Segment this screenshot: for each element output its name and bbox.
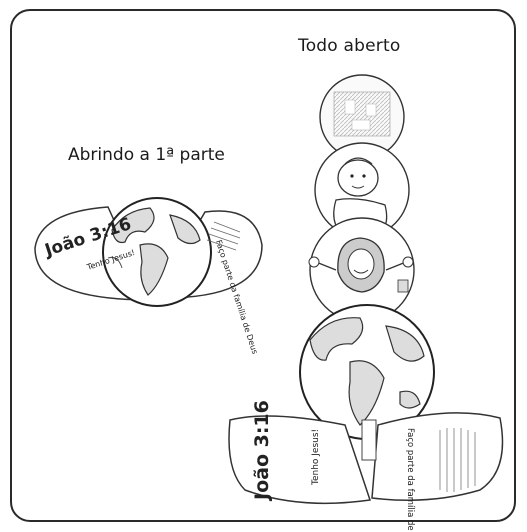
bottom-tenho: Tenho Jesus! bbox=[311, 429, 321, 486]
bottom-fine-lines bbox=[439, 428, 476, 492]
left-craft: João 3:16 Tenho Jesus! Faço parte da fam… bbox=[34, 197, 263, 355]
bottom-faco: Faço parte da família de Deus bbox=[405, 428, 415, 532]
bottom-verse: João 3:16 bbox=[251, 400, 273, 502]
flap-tab bbox=[361, 419, 377, 461]
bottom-left-flap bbox=[228, 415, 371, 505]
title-todo-aberto: Todo aberto bbox=[298, 36, 401, 56]
globe-circle bbox=[299, 304, 435, 440]
right-craft: João 3:16 Tenho Jesus! Faço parte da fam… bbox=[228, 74, 504, 532]
bottom-right-flap bbox=[371, 412, 504, 501]
title-abrindo: Abrindo a 1ª parte bbox=[68, 145, 225, 165]
globe-icon bbox=[102, 197, 212, 307]
jesus-circle bbox=[308, 217, 415, 323]
